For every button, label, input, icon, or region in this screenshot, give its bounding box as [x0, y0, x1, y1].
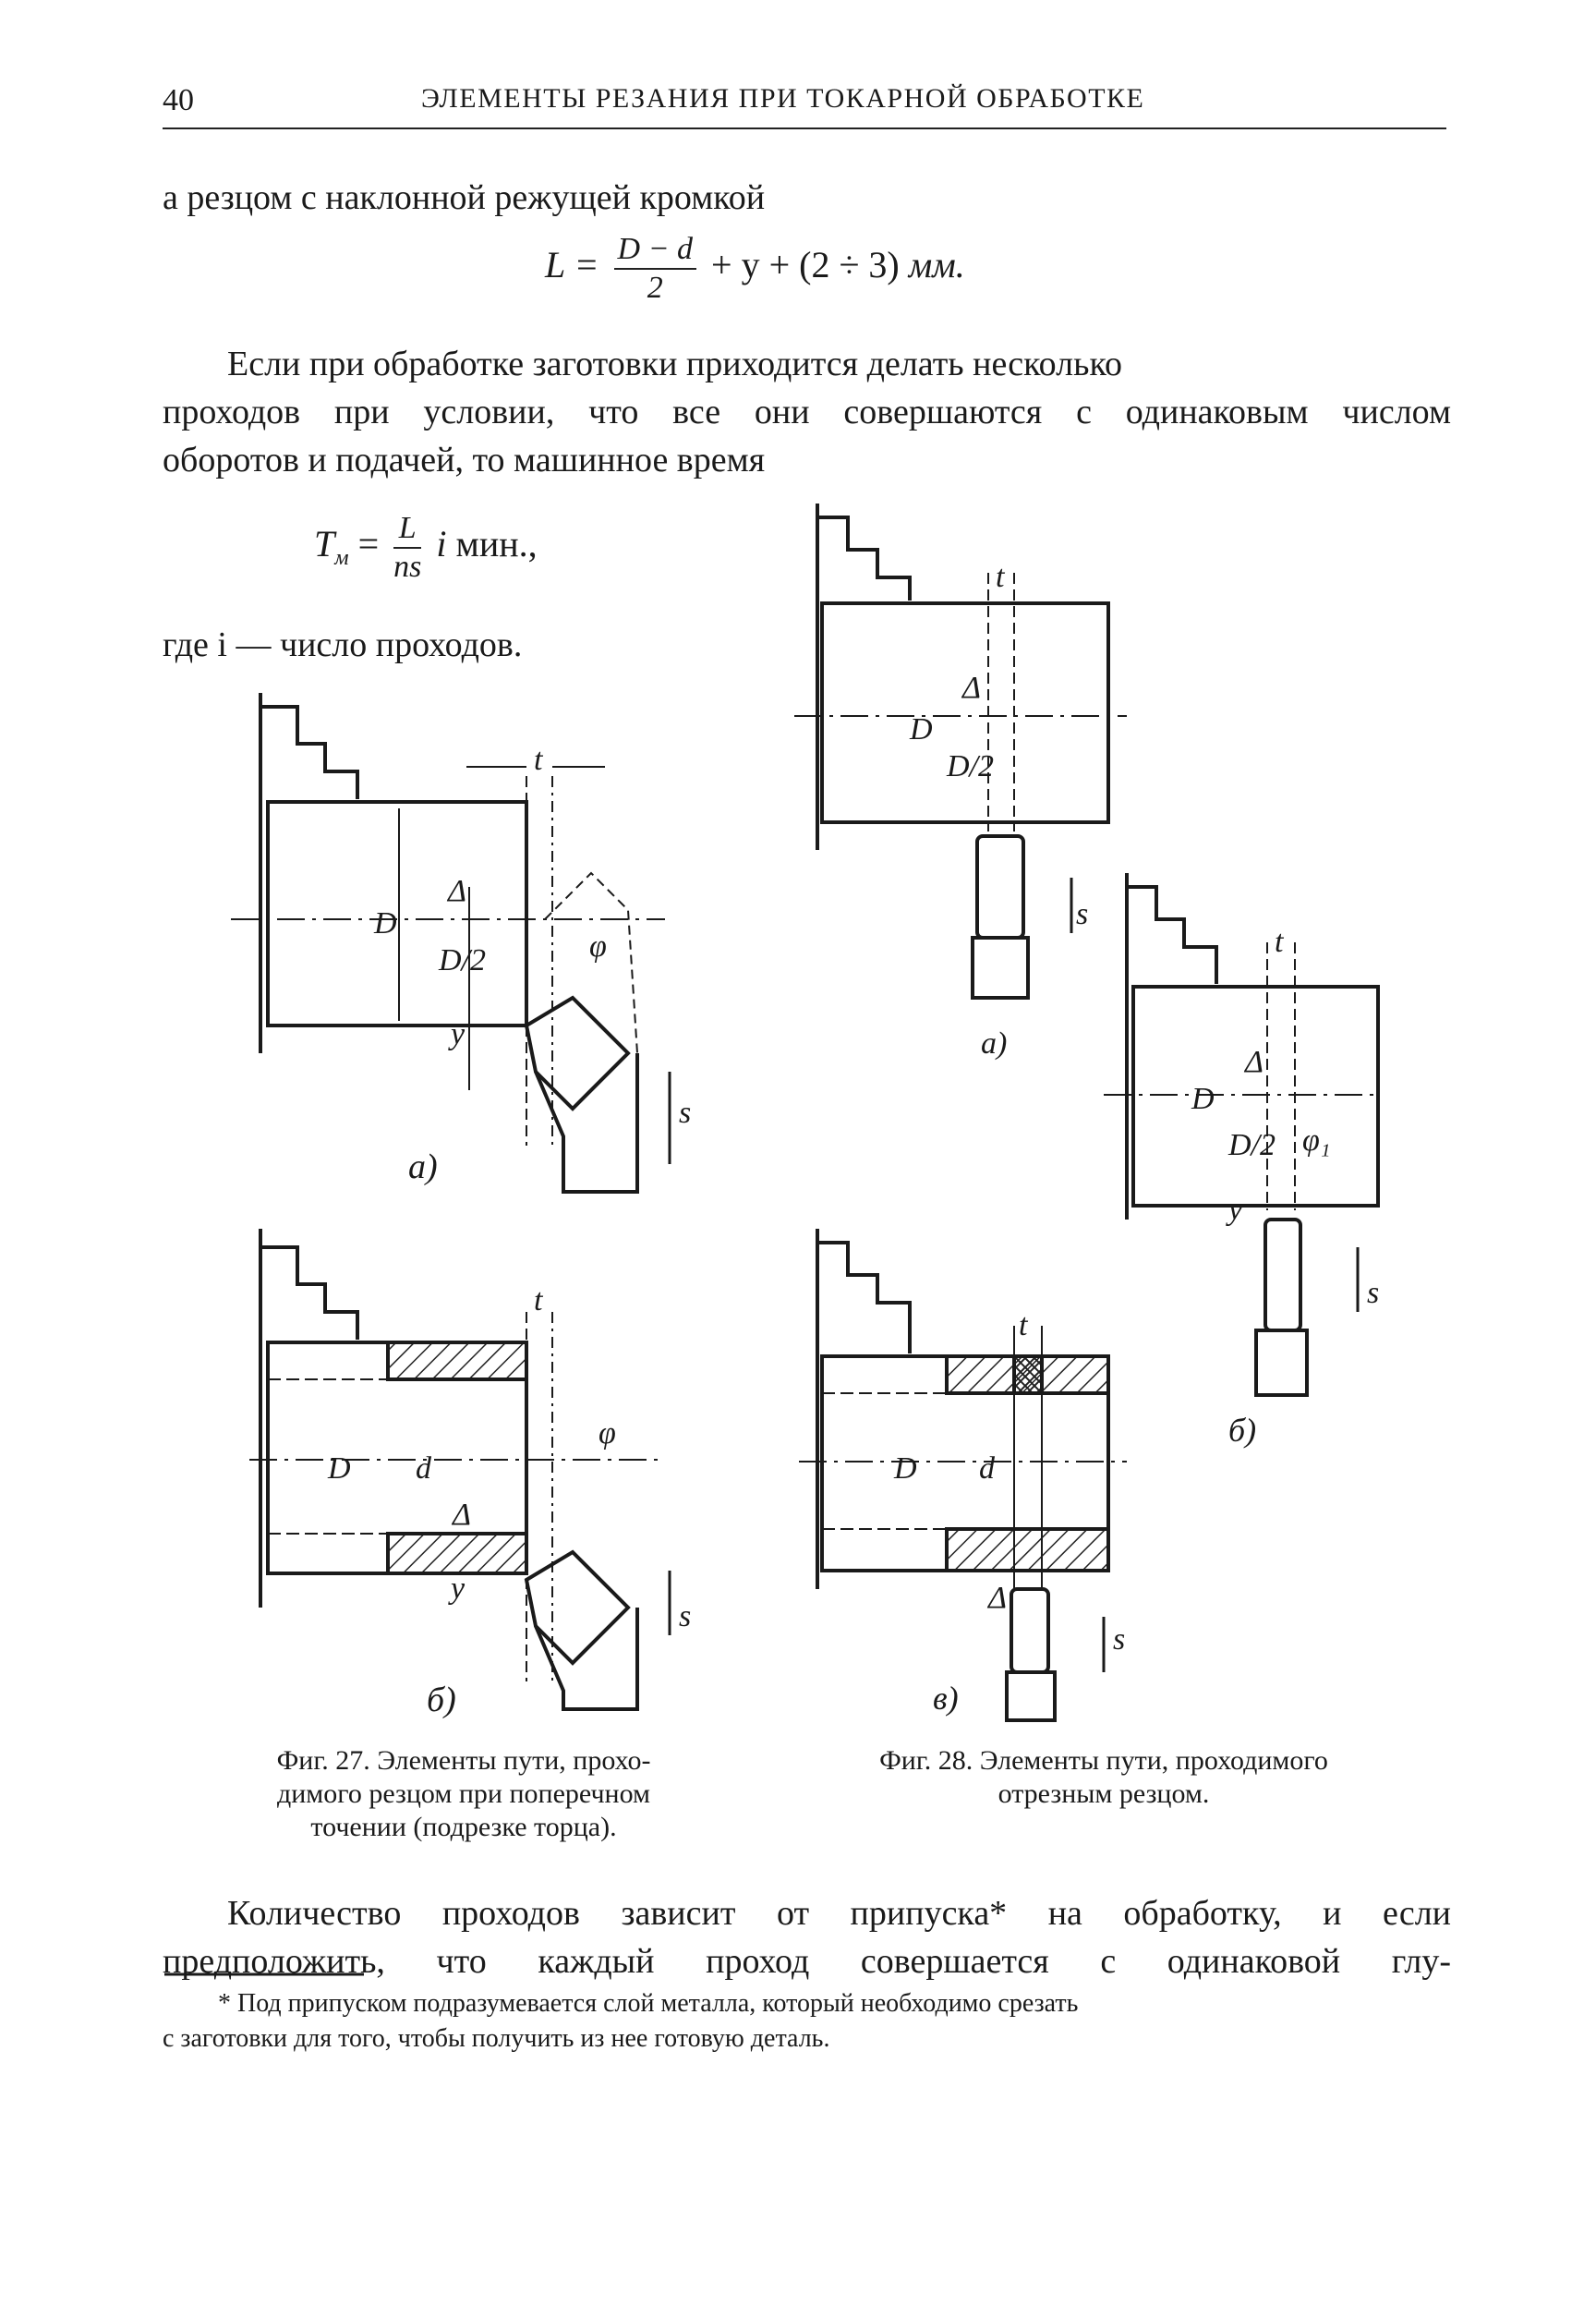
- fig28-caption: Фиг. 28. Элементы пути, проходимого отре…: [804, 1744, 1404, 1811]
- fig27a-label-D2: D/2: [438, 943, 486, 977]
- formula-machine-time: Tм = L ns i мин.,: [314, 510, 538, 586]
- footnote-line: с заготовки для того, чтобы получить из …: [163, 2024, 830, 2053]
- formula2-rhs: i: [436, 523, 447, 565]
- fig28a-label-D2: D/2: [946, 749, 994, 783]
- fig28a-label-delta: Δ: [961, 671, 981, 705]
- fig27b-sublabel: б): [427, 1681, 456, 1719]
- formula1-denominator: 2: [647, 271, 663, 305]
- fig27b-label-d: d: [416, 1451, 432, 1486]
- where-line: где i — число проходов.: [163, 625, 523, 664]
- fig28v-sublabel: в): [933, 1680, 959, 1717]
- running-title: ЭЛЕМЕНТЫ РЕЗАНИЯ ПРИ ТОКАРНОЙ ОБРАБОТКЕ: [421, 83, 1145, 114]
- fig28b-sublabel: б): [1228, 1412, 1256, 1449]
- fig28v-drawing: [799, 1229, 1127, 1722]
- fig27b-label-s: s: [679, 1599, 691, 1633]
- fig27b-label-t: t: [534, 1283, 544, 1317]
- fig28v-label-s: s: [1113, 1622, 1125, 1657]
- fig28v-label-delta: Δ: [986, 1581, 1007, 1615]
- fig27b-label-phi: φ: [598, 1416, 616, 1450]
- formula-path-length: L = D − d 2 + y + (2 ÷ 3) мм.: [545, 231, 965, 307]
- intro-line: а резцом с наклонной режущей кромкой: [163, 178, 766, 217]
- fig28a-label-s: s: [1076, 897, 1088, 931]
- fig28v-label-d: d: [979, 1451, 996, 1486]
- fig28v-label-t: t: [1019, 1308, 1029, 1342]
- paragraph2-line: Количество проходов зависит от припуска*…: [227, 1894, 1451, 1933]
- paragraph2-line: предположить, что каждый проход совершае…: [163, 1942, 1451, 1981]
- fig27a-label-delta: Δ: [446, 874, 466, 908]
- formula2-unit: мин.,: [455, 523, 538, 565]
- fig27b-label-D: D: [327, 1451, 351, 1486]
- formula2-fraction: L ns: [393, 510, 422, 586]
- fig28b-label-t: t: [1275, 925, 1285, 959]
- formula2-lhs-sub: м: [334, 546, 349, 571]
- fig27a-label-t: t: [534, 743, 544, 777]
- paragraph1-line: проходов при условии, что все они соверш…: [163, 393, 1451, 431]
- fig28a-label-D: D: [909, 712, 933, 746]
- fig27a-label-phi: φ: [589, 929, 607, 964]
- formula2-numerator: L: [393, 510, 422, 549]
- formula1-rhs: + y + (2 ÷ 3): [711, 244, 900, 286]
- fig28v-label-D: D: [893, 1451, 917, 1486]
- fig27-caption-line: точении (подрезке торца).: [310, 1812, 617, 1842]
- fig28-caption-line: Фиг. 28. Элементы пути, проходимого: [879, 1745, 1328, 1776]
- fig28a-sublabel: а): [981, 1026, 1007, 1061]
- fig28b-label-D: D: [1191, 1082, 1215, 1116]
- footnote: * Под припуском подразумевается слой мет…: [163, 1986, 1451, 2057]
- paragraph1-line: Если при обработке заготовки приходится …: [227, 345, 1122, 383]
- fig28b-label-D2: D/2: [1227, 1128, 1276, 1162]
- formula2-lhs: T: [314, 523, 335, 565]
- page-number: 40: [163, 83, 194, 117]
- paragraph-machine-time: Если при обработке заготовки приходится …: [163, 340, 1451, 484]
- fig27a-drawing: [231, 693, 671, 1194]
- fig27-caption-line: димого резцом при поперечном: [276, 1778, 651, 1809]
- fig28-caption-line: отрезным резцом.: [998, 1778, 1210, 1809]
- formula2-eq: =: [357, 523, 380, 565]
- fig27-caption: Фиг. 27. Элементы пути, прохо- димого ре…: [205, 1744, 722, 1844]
- fig27b-label-delta: Δ: [451, 1498, 471, 1532]
- formula1-numerator: D − d: [613, 231, 697, 270]
- formula2-denominator: ns: [393, 550, 422, 584]
- fig28b-label-phi1: φ₁: [1302, 1123, 1331, 1158]
- fig28a-label-t: t: [996, 560, 1006, 594]
- fig28b-drawing: [1104, 873, 1380, 1397]
- footnote-line: * Под припуском подразумевается слой мет…: [218, 1989, 1079, 2018]
- fig27a-label-s: s: [679, 1096, 691, 1130]
- fig27a-label-y: y: [448, 1017, 466, 1051]
- fig27-caption-line: Фиг. 27. Элементы пути, прохо-: [276, 1745, 651, 1776]
- fig28a-drawing: [794, 504, 1127, 1000]
- fig28b-label-s: s: [1367, 1276, 1379, 1310]
- fig27b-label-y: y: [448, 1572, 466, 1606]
- formula1-unit: мм.: [908, 244, 965, 286]
- formula1-lhs: L =: [545, 244, 599, 286]
- paragraph-passes: Количество проходов зависит от припуска*…: [163, 1889, 1451, 1985]
- page-header: 40 ЭЛЕМЕНТЫ РЕЗАНИЯ ПРИ ТОКАРНОЙ ОБРАБОТ…: [163, 76, 1446, 129]
- fig27a-label-D: D: [373, 906, 397, 941]
- fig28b-label-delta: Δ: [1243, 1045, 1264, 1079]
- fig27a-sublabel: а): [408, 1147, 438, 1186]
- fig27b-drawing: [249, 1229, 671, 1711]
- formula1-fraction: D − d 2: [613, 231, 697, 307]
- paragraph1-line: оборотов и подачей, то машинное время: [163, 441, 766, 479]
- fig28b-label-y: y: [1226, 1193, 1243, 1227]
